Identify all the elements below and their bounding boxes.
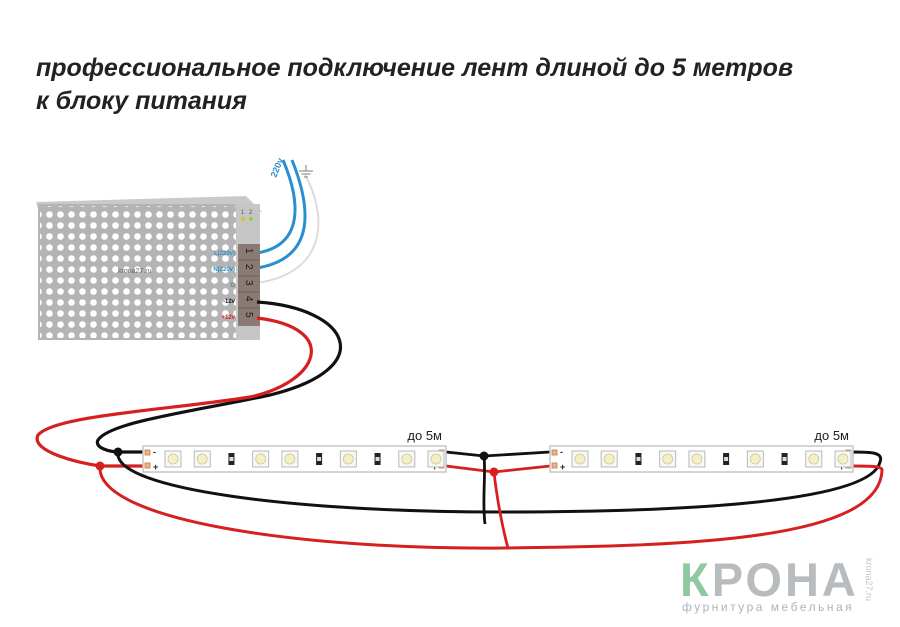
terminal-label-5: +12v (221, 315, 235, 321)
feed-wires (35, 300, 342, 468)
ground-wire (256, 174, 320, 284)
led-strip-2: -+-+до 5м (549, 428, 854, 473)
indicator-label-1: 1 (241, 210, 245, 216)
mains-wire-l (256, 159, 297, 255)
return-negative (116, 450, 883, 514)
indicator-label-2: 2 (249, 210, 253, 216)
led-lens (603, 453, 615, 465)
led-lens (837, 453, 849, 465)
psu-terminals: L(220v) 1N(220v) 2G 3 -12v 4 +12v 5 (213, 248, 254, 321)
parallel-wires (98, 450, 884, 550)
strip-length-label: до 5м (407, 428, 442, 443)
solder-pad (144, 462, 151, 469)
mains-cables: 220v (256, 156, 320, 284)
resistor-band (375, 457, 380, 461)
terminal-label-1: L(220v) (214, 251, 235, 257)
psu-watermark: krona27.ru (118, 268, 152, 275)
led-lens (749, 453, 761, 465)
resistor-band (636, 457, 641, 461)
led-lens (196, 453, 208, 465)
resistor-band (782, 457, 787, 461)
terminal-number-3: 3 (243, 280, 254, 286)
power-supply: krona27.ru 1 2 L(220v) 1N(220v) 2G 3 -12v 4 +1… (36, 196, 262, 340)
resistor-band (229, 457, 234, 461)
terminal-number-2: 2 (243, 264, 254, 270)
strip-length-label: до 5м (814, 428, 849, 443)
terminal-number-1: 1 (243, 248, 254, 254)
led-lens (255, 453, 267, 465)
led-lens (662, 453, 674, 465)
logo-brand: КРОНА (680, 553, 859, 606)
led-lens (342, 453, 354, 465)
title-line-2: к блоку питания (36, 87, 247, 115)
logo-site: krona27.ru (864, 558, 874, 602)
link-negative-1 (445, 450, 551, 458)
resistor-band (724, 457, 729, 461)
feed-positive (35, 316, 313, 468)
drop-negative (482, 455, 487, 525)
terminal-number-5: 5 (243, 312, 254, 318)
led-lens (691, 453, 703, 465)
junction-dots (95, 447, 499, 477)
strip-minus-label: - (560, 447, 563, 457)
indicator-led-2 (249, 217, 253, 221)
solder-pad (551, 462, 558, 469)
indicator-led-1 (241, 217, 245, 221)
strip-plus-label: + (560, 462, 565, 472)
terminal-block-lines (238, 259, 260, 309)
krona-logo: КРОНА фурнитура мебельная krona27.ru (680, 556, 890, 616)
terminal-label-4: -12v (223, 299, 236, 305)
led-strip-1: -+-+до 5м (142, 428, 447, 473)
resistor-band (317, 457, 322, 461)
terminal-label-2: N(220v) (213, 267, 235, 273)
terminal-number-4: 4 (243, 296, 254, 302)
led-lens (574, 453, 586, 465)
terminal-block (238, 244, 260, 326)
led-lens (167, 453, 179, 465)
title-line-1: профессиональное подключение лент длиной… (36, 54, 794, 82)
solder-pad (551, 449, 558, 456)
terminal-label-3: G (230, 283, 235, 289)
solder-pad (144, 449, 151, 456)
return-positive (98, 464, 884, 550)
logo-subtitle: фурнитура мебельная (682, 600, 855, 614)
feed-negative (95, 300, 342, 454)
strip-minus-label: - (153, 447, 156, 457)
strip-plus-label: + (153, 462, 158, 472)
diagram-title: профессиональное подключение лент длиной… (36, 52, 793, 118)
mains-label: 220v (269, 156, 286, 178)
led-lens (808, 453, 820, 465)
led-lens (401, 453, 413, 465)
ground-icon (299, 165, 313, 178)
mains-wire-n (256, 159, 307, 270)
led-lens (430, 453, 442, 465)
led-lens (284, 453, 296, 465)
drop-positive (492, 471, 510, 549)
